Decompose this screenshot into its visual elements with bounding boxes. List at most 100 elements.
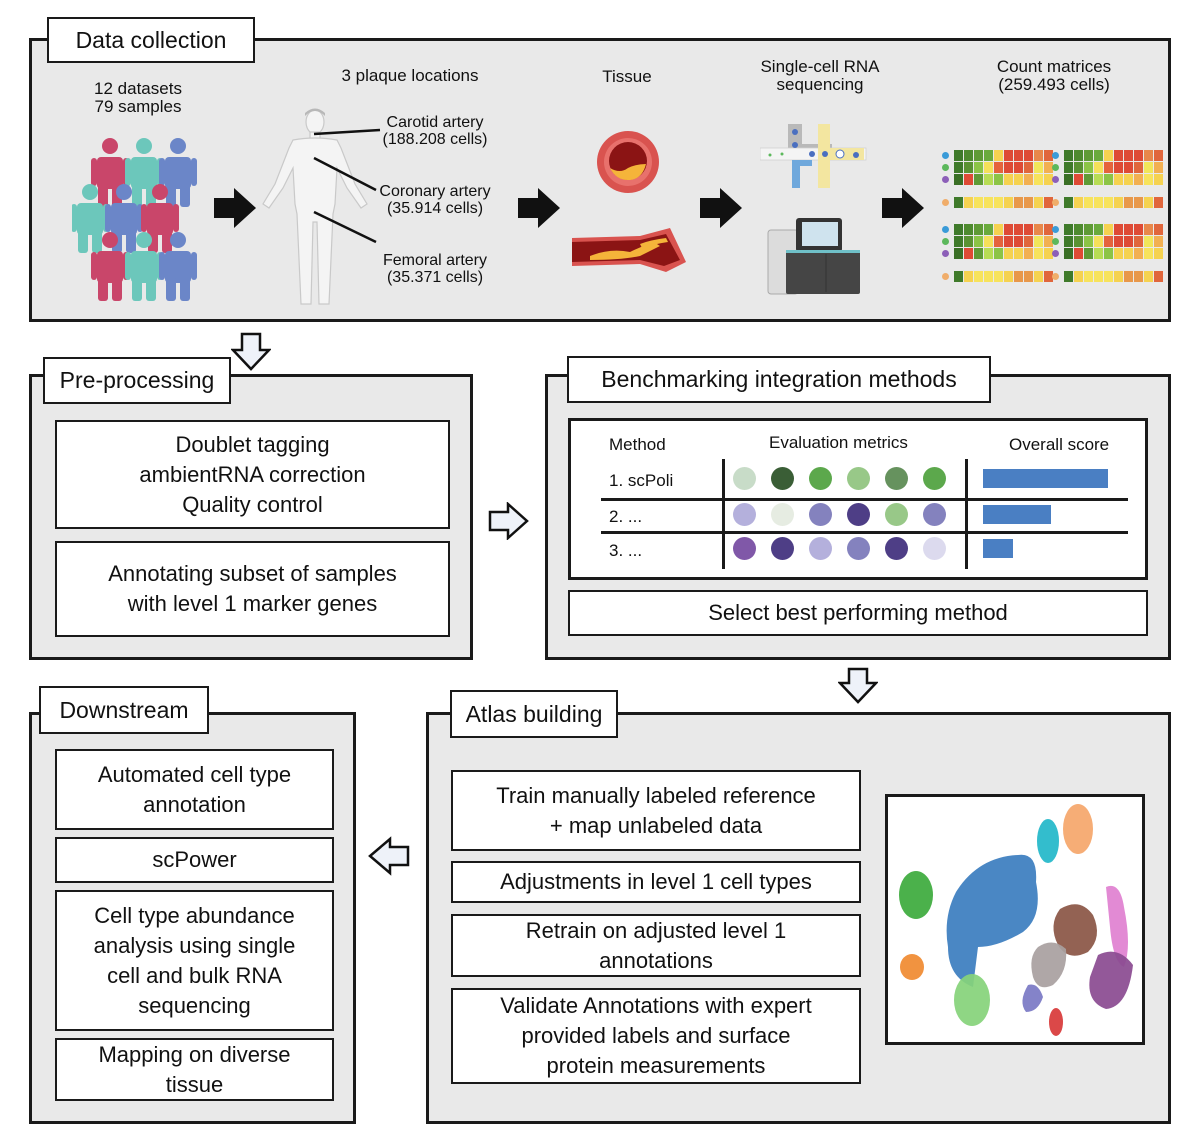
count-matrix-cell — [964, 197, 973, 208]
umap-cluster — [946, 854, 1038, 987]
location-femoral-name: Femoral artery — [382, 252, 488, 269]
location-coronary-name: Coronary artery — [379, 183, 491, 200]
atlas-step-retrain-line1: Retrain on adjusted level 1 — [525, 917, 787, 943]
count-matrix-cell — [1064, 197, 1073, 208]
count-matrix-cell — [1004, 224, 1013, 235]
count-matrix-cell — [1104, 224, 1113, 235]
location-carotid-name: Carotid artery — [386, 114, 484, 131]
downstream-item-annotation-line2: annotation — [143, 791, 246, 817]
count-matrix-cell — [1014, 150, 1023, 161]
count-matrix-cell — [994, 150, 1003, 161]
column-header-score: Overall score — [1009, 435, 1110, 454]
count-matrix-row — [942, 197, 1054, 208]
count-matrix-cell — [1014, 236, 1023, 247]
count-matrix-cell — [1044, 236, 1053, 247]
metric-dot — [771, 467, 794, 490]
count-matrix-cell — [964, 150, 973, 161]
count-matrix-cell — [1014, 197, 1023, 208]
count-matrix-row — [942, 150, 1054, 161]
count-matrix-cell — [1044, 224, 1053, 235]
count-matrix-cell — [1004, 197, 1013, 208]
cell-dot-icon — [1052, 199, 1059, 206]
count-matrix-cell — [1034, 174, 1043, 185]
person-figure-icon — [141, 184, 179, 253]
count-matrix — [942, 224, 1054, 283]
arrow-right-1-icon — [214, 188, 256, 228]
person-figure-icon — [105, 184, 143, 253]
metric-dot — [923, 537, 946, 560]
count-matrix-cell — [1124, 150, 1133, 161]
count-matrix-cell — [1144, 197, 1153, 208]
metric-dot — [733, 503, 756, 526]
count-matrix-cell — [964, 236, 973, 247]
count-matrix-cell — [1044, 174, 1053, 185]
count-matrix-cell — [994, 248, 1003, 259]
count-matrix-cell — [1144, 150, 1153, 161]
count-matrix-row — [942, 236, 1054, 247]
umap-cluster — [954, 974, 990, 1026]
doublet-tagging-text: Doublet tagging — [175, 431, 330, 457]
count-matrix-cell — [964, 271, 973, 282]
tissue-header: Tissue — [602, 67, 652, 86]
arrow-down-2-icon — [838, 667, 878, 704]
umap-cluster — [1063, 804, 1093, 854]
cell-dot-icon — [1052, 176, 1059, 183]
count-matrix-cell — [1024, 174, 1033, 185]
location-pointer-lines — [313, 128, 381, 244]
atlas-building-title: Atlas building — [450, 690, 618, 738]
count-matrix-cell — [1064, 174, 1073, 185]
preprocessing-qc-box: Doublet tagging ambientRNA correction Qu… — [55, 420, 450, 529]
count-matrix-cell — [974, 162, 983, 173]
atlas-step-validate-line1: Validate Annotations with expert — [500, 993, 812, 1018]
method-name: 3. ... — [609, 541, 643, 560]
overall-score-bar — [983, 539, 1013, 558]
atlas-step-train: Train manually labeled reference + map u… — [451, 770, 861, 851]
count-matrix-cell — [954, 248, 963, 259]
count-matrix-cell — [1124, 197, 1133, 208]
samples-count: 79 samples — [94, 97, 182, 116]
benchmarking-table: Method Evaluation metrics Overall score … — [568, 418, 1148, 580]
downstream-item-scpower: scPower — [55, 837, 334, 883]
count-matrix-cell — [1144, 248, 1153, 259]
count-matrix-cell — [1104, 174, 1113, 185]
count-matrix-cell — [1094, 248, 1103, 259]
count-matrix-cell — [1094, 162, 1103, 173]
location-coronary-cells: (35.914 cells) — [386, 200, 484, 217]
ambient-rna-text: ambientRNA correction — [139, 461, 366, 487]
metric-dot — [847, 503, 870, 526]
count-matrix-cell — [1134, 197, 1143, 208]
count-matrix-cell — [1044, 162, 1053, 173]
count-matrix-cell — [994, 236, 1003, 247]
count-matrix-cell — [1074, 248, 1083, 259]
count-matrix-cell — [954, 197, 963, 208]
count-matrix — [1052, 150, 1164, 209]
count-matrices-cells: (259.493 cells) — [998, 75, 1110, 94]
count-matrix-cell — [1114, 271, 1123, 282]
count-matrix-cell — [1114, 150, 1123, 161]
atlas-step-adjustments: Adjustments in level 1 cell types — [451, 861, 861, 903]
count-matrix-cell — [1154, 236, 1163, 247]
location-carotid: Carotid artery (188.208 cells) — [370, 114, 500, 148]
downstream-title: Downstream — [39, 686, 209, 734]
preprocessing-annotation-box: Annotating subset of samples with level … — [55, 541, 450, 637]
count-matrix-cell — [1114, 162, 1123, 173]
downstream-item-annotation-line1: Automated cell type — [97, 761, 292, 787]
count-matrix-cell — [1094, 236, 1103, 247]
count-matrix-cell — [984, 236, 993, 247]
count-matrix-cell — [1134, 162, 1143, 173]
count-matrix-cell — [954, 271, 963, 282]
count-matrix-cell — [1024, 150, 1033, 161]
scrna-header: Single-cell RNA sequencing — [740, 58, 900, 94]
count-matrix-cell — [1034, 224, 1043, 235]
count-matrix-cell — [954, 162, 963, 173]
count-matrix-cell — [1034, 162, 1043, 173]
count-matrix-cell — [1084, 150, 1093, 161]
count-matrix — [1052, 224, 1164, 283]
count-matrix-cell — [1044, 271, 1053, 282]
arrow-right-3-icon — [700, 188, 742, 228]
count-matrix-cell — [994, 197, 1003, 208]
count-matrix-cell — [1104, 197, 1113, 208]
count-matrix-cell — [1024, 197, 1033, 208]
umap-cluster — [1106, 885, 1128, 967]
arrow-down-1-icon — [231, 332, 271, 371]
